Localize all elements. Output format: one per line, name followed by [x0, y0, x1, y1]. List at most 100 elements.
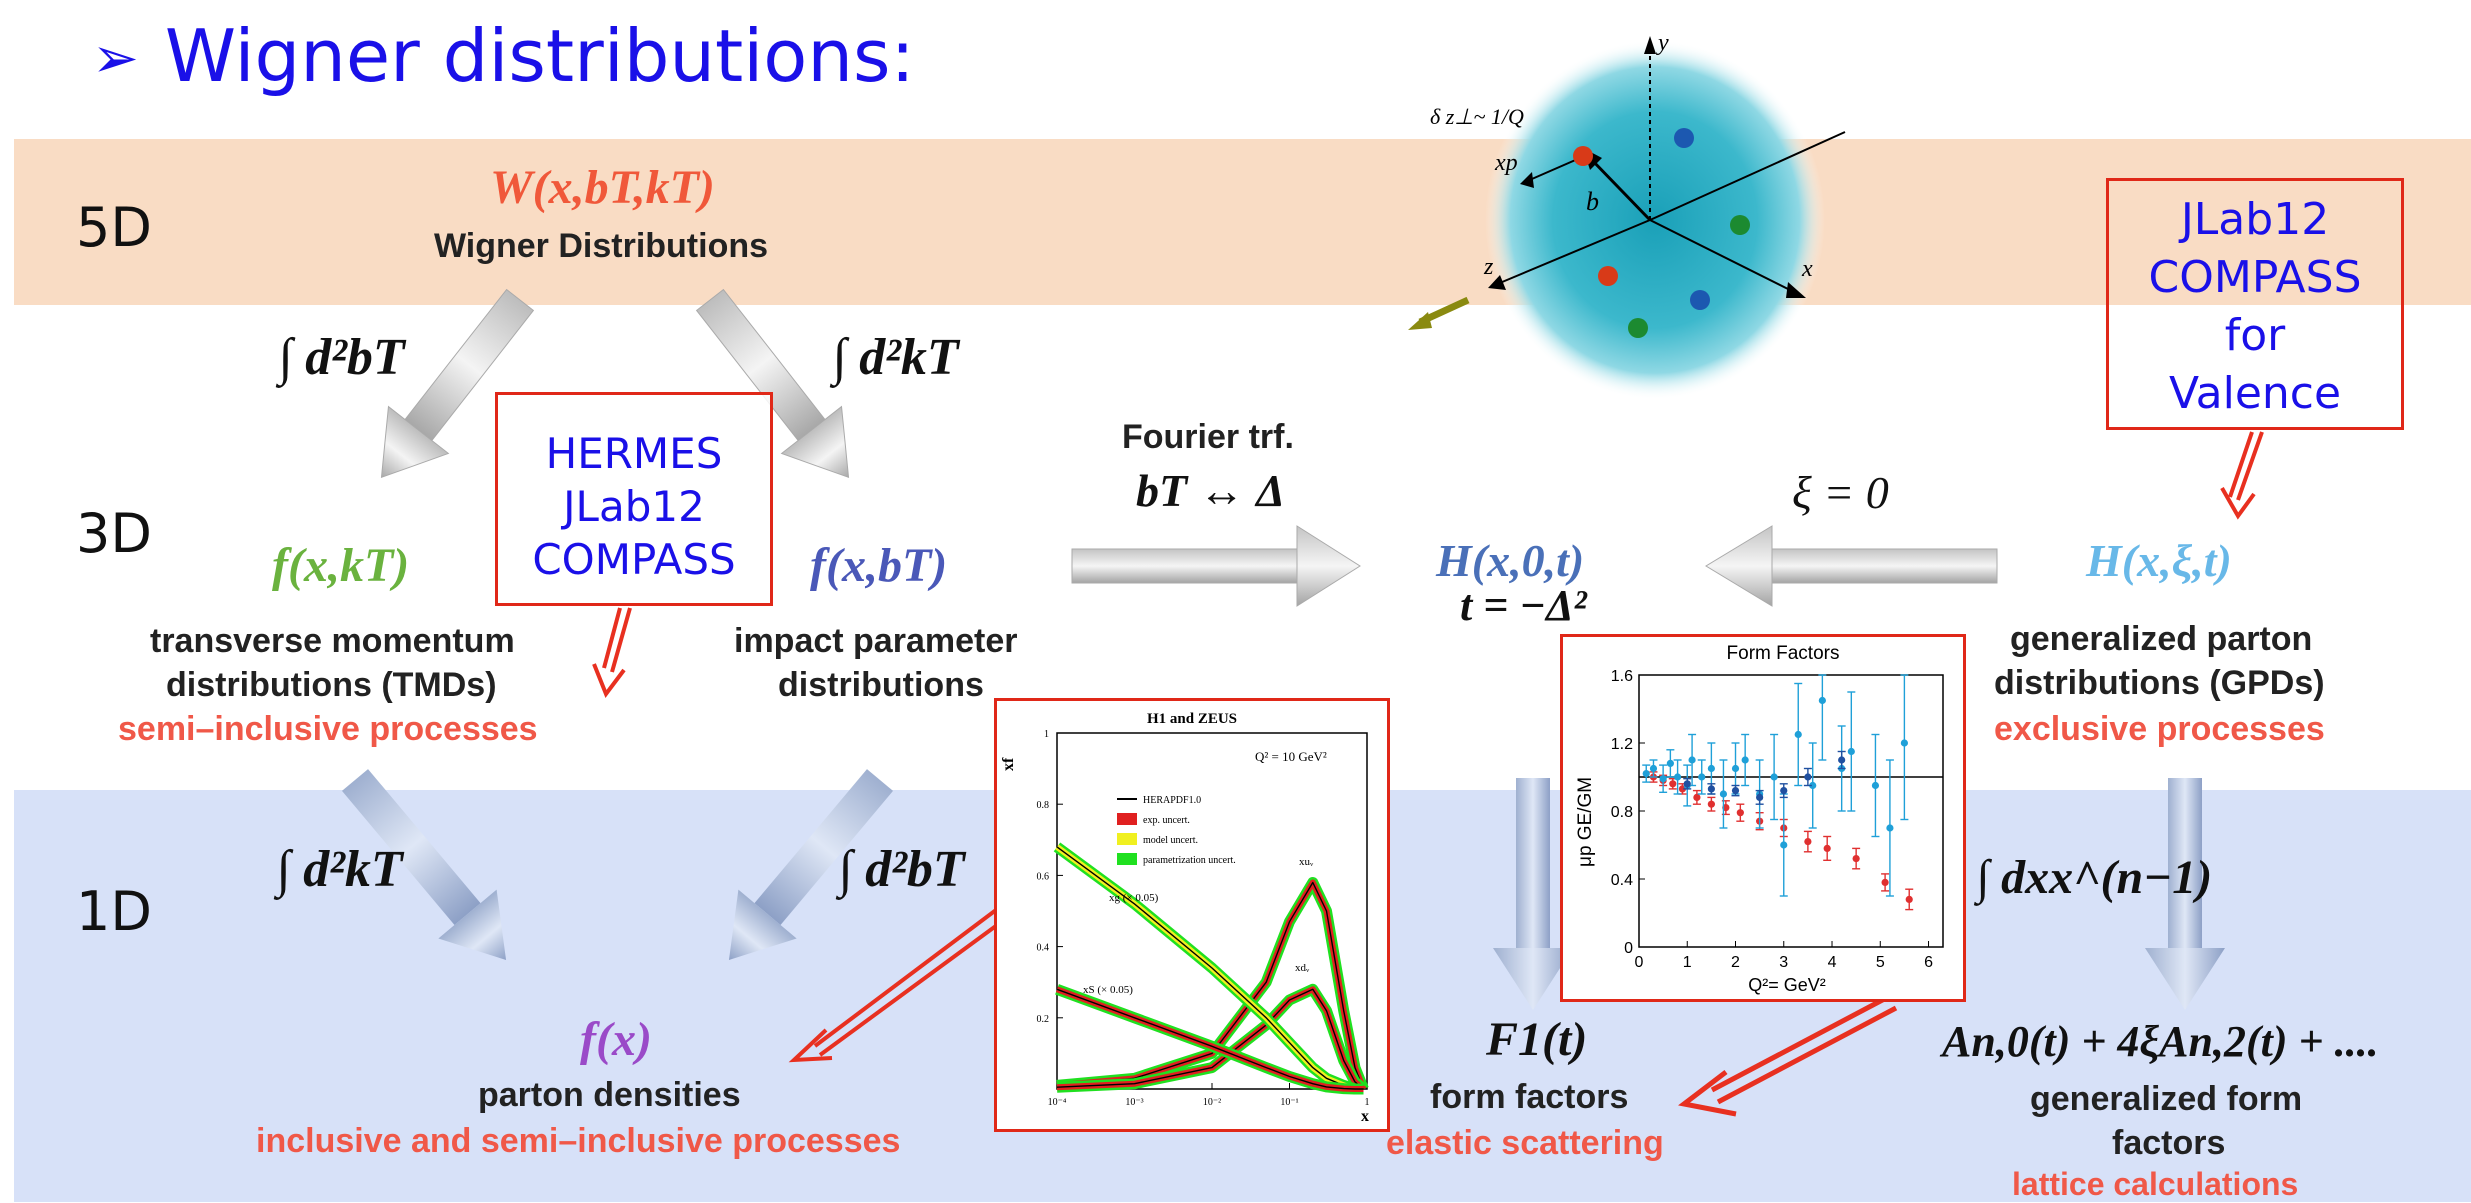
delta-label: δ z⊥~ 1/Q: [1430, 104, 1524, 129]
wigner-label: Wigner Distributions: [434, 227, 769, 265]
pdf-ytick-label: 1: [1044, 729, 1049, 740]
pdf-ytick-label: 0.8: [1037, 800, 1050, 811]
pdf-legend-1: exp. uncert.: [1143, 815, 1190, 826]
ff-data-point: [1852, 855, 1860, 863]
jlab-line-3: for: [2224, 310, 2286, 361]
pdf-series-line: [1056, 881, 1365, 1090]
pdf-xtick-label: 10⁻⁴: [1048, 1097, 1067, 1108]
ff-label: form factors: [1430, 1078, 1629, 1116]
hermes-line-1: HERMES: [545, 429, 723, 478]
pdf-legend-0: HERAPDF1.0: [1143, 795, 1201, 806]
ff-data-point: [1688, 756, 1696, 764]
level-1d: 1D: [76, 880, 152, 943]
ff-data-point: [1809, 781, 1817, 790]
pd-label: parton densities: [478, 1076, 741, 1114]
arrow-tmd-to-pd: [341, 769, 507, 961]
ff-data-point: [1847, 747, 1855, 756]
ff-data-point: [1707, 800, 1715, 808]
tmd-label-1: transverse momentum: [150, 622, 515, 660]
ff-data-point: [1881, 878, 1889, 886]
pdf-legend-3: parametrization uncert.: [1143, 855, 1236, 866]
level-5d: 5D: [76, 196, 152, 259]
tmd-process: semi–inclusive processes: [118, 710, 538, 748]
pdf-xtick-label: 10⁻²: [1203, 1097, 1221, 1108]
gpd-label-1: generalized parton: [2010, 620, 2313, 658]
ff-data-point: [1756, 793, 1764, 801]
b-label: b: [1586, 187, 1599, 216]
integral-k-top: ∫ d²kT: [832, 329, 959, 386]
ff-ytick-label: 1.2: [1611, 736, 1633, 753]
arrow-ipd-to-pd: [728, 769, 894, 961]
ff-data-point: [1780, 787, 1788, 795]
band-5d: [14, 139, 2471, 305]
ff-plot-frame: [1638, 674, 1944, 948]
ff-data-point: [1780, 841, 1788, 849]
ff-data-point: [1818, 696, 1826, 705]
pdf-xtick-label: 1: [1365, 1097, 1370, 1108]
pdf-curve-xg: xg (× 0.05): [1109, 892, 1159, 904]
quark-blue: [1690, 290, 1710, 310]
gff-formula: An,0(t) + 4ξAn,2(t) + ....: [1942, 1017, 2379, 1066]
arrow-h0-to-ff: [1493, 778, 1573, 1010]
pdf-chart: H1 and ZEUS Q² = 10 GeV² xf x 10.80.60.4…: [1000, 711, 1370, 1125]
ff-data-point: [1683, 780, 1691, 788]
ff-ytick-label: 0.8: [1611, 804, 1633, 821]
integral-b-bottom: ∫ d²bT: [838, 841, 965, 898]
ff-data-point: [1871, 781, 1880, 790]
ff-data-point: [1649, 764, 1658, 773]
integral-b-top: ∫ d²bT: [278, 329, 405, 386]
ff-xtick-label: 1: [1683, 954, 1692, 971]
wigner-formula: W(x,bT,kT): [490, 161, 715, 214]
ff-data-point: [1838, 756, 1846, 764]
xi-arrow: [1705, 525, 1998, 607]
ff-data-point: [1698, 773, 1706, 781]
quark-green: [1730, 215, 1750, 235]
fourier-relation: bT ↔ Δ: [1136, 465, 1285, 516]
quark-green: [1628, 318, 1648, 338]
axis-y-label: y: [1656, 30, 1669, 56]
integral-k-bottom: ∫ d²kT: [276, 841, 403, 898]
red-pointer-ff: [1678, 993, 1898, 1117]
slide-title: ➢Wigner distributions:: [92, 14, 915, 98]
ff-xtick-label: 5: [1876, 954, 1885, 971]
fourier-arrow: [1071, 525, 1361, 607]
ff-data-point: [1642, 770, 1650, 778]
ff-chart: Form Factors μp GE/GM Q²= GeV² 1.61.20.8…: [1575, 643, 1944, 995]
photon-arrow-icon: [1408, 296, 1470, 330]
ff-data-point: [1804, 838, 1812, 846]
pdf-legend: HERAPDF1.0 exp. uncert. model uncert. pa…: [1117, 795, 1236, 866]
ff-data-point: [1693, 793, 1701, 801]
ff-ytick-label: 0.4: [1611, 872, 1633, 889]
ff-formula: F1(t): [1486, 1013, 1588, 1066]
xp-label: xp: [1494, 150, 1518, 176]
jlab-box: JLab12 COMPASS for Valence: [2106, 178, 2404, 430]
ff-xtick-label: 4: [1828, 954, 1837, 971]
integral-gff: ∫ dxx^(n−1): [1976, 851, 2213, 904]
pdf-ylabel: xf: [1000, 757, 1017, 771]
ff-ytick-label: 0: [1624, 940, 1633, 957]
tmd-formula: f(x,kT): [272, 539, 410, 592]
level-3d: 3D: [76, 502, 152, 565]
gff-process: lattice calculations: [2012, 1166, 2299, 1202]
axis-x-label: x: [1801, 256, 1813, 282]
ipd-label-2: distributions: [778, 666, 984, 704]
ff-process: elastic scattering: [1386, 1124, 1664, 1162]
hermes-line-3: COMPASS: [532, 535, 736, 584]
title-text: Wigner distributions:: [164, 14, 915, 98]
hermes-box: HERMES JLab12 COMPASS: [495, 392, 773, 606]
h0-formula: H(x,0,t): [1436, 535, 1585, 586]
gff-label-1: generalized form: [2030, 1080, 2303, 1118]
pdf-q2: Q² = 10 GeV²: [1255, 749, 1327, 764]
pdf-series-line: [1056, 988, 1364, 1090]
pdf-ytick-label: 0.6: [1037, 871, 1050, 882]
pdf-xlabel: x: [1361, 1108, 1369, 1125]
ff-data-point: [1905, 895, 1913, 903]
gpd-process: exclusive processes: [1994, 710, 2325, 748]
gpd-label-2: distributions (GPDs): [1994, 664, 2325, 702]
ff-xtick-label: 2: [1731, 954, 1740, 971]
quark-red: [1573, 146, 1593, 166]
gff-label-2: factors: [2112, 1124, 2226, 1162]
